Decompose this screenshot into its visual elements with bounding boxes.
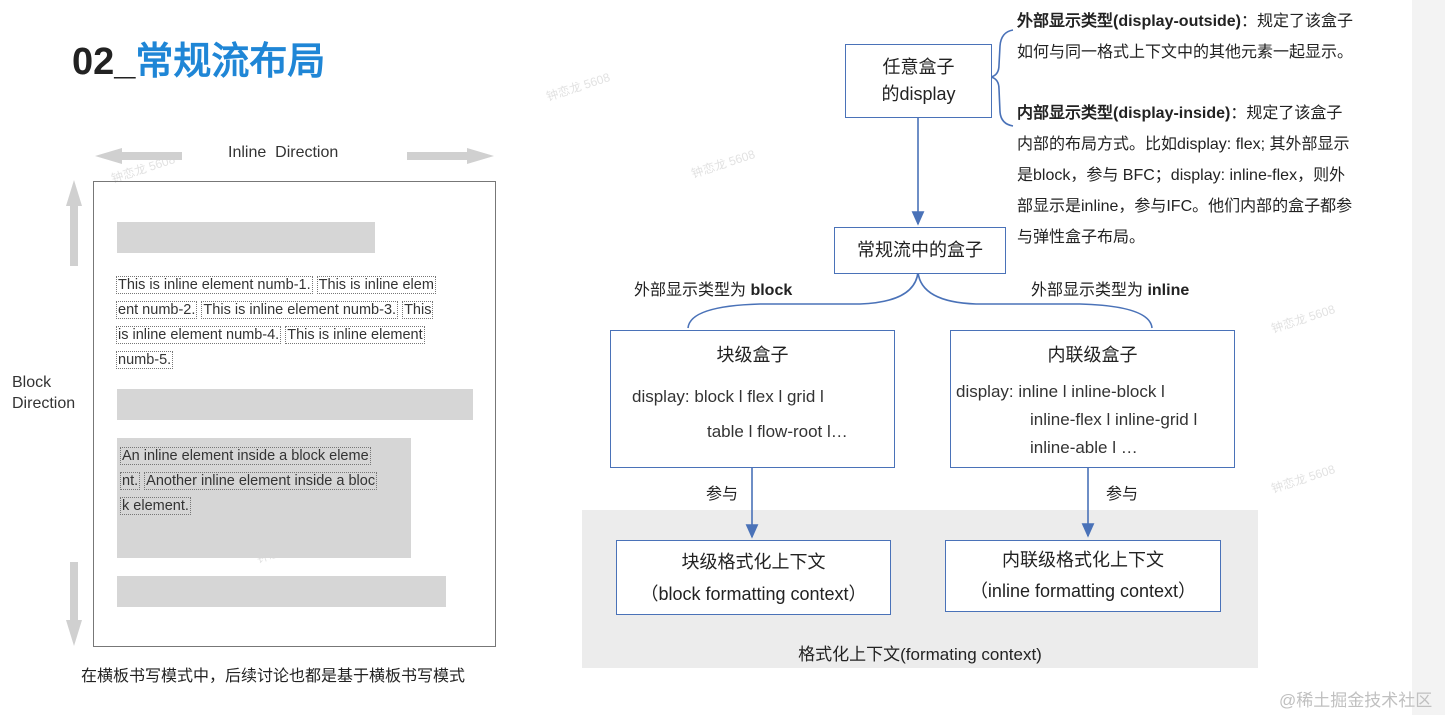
inside-note-text: ：规定了该盒子 (1230, 105, 1343, 122)
demo-frame (93, 181, 496, 647)
up-arrow-icon (66, 180, 82, 266)
left-arrow-icon (95, 148, 182, 164)
title-number: 02_ (72, 41, 136, 83)
normal-flow-box: 常规流中的盒子 (834, 227, 1006, 274)
block-box-line1: display: block l flex l grid l (632, 387, 824, 406)
left-branch-prefix: 外部显示类型为 (634, 282, 751, 299)
inside-note-term: 内部显示类型(display-inside) (1017, 105, 1231, 122)
direction-arrows (66, 148, 494, 646)
left-branch-label: 外部显示类型为 block (634, 276, 792, 300)
inline-element: This (402, 301, 434, 319)
block-box-line2: table l flow-root l… (707, 422, 848, 441)
block-level-box: 块级盒子 display: block l flex l grid l tabl… (610, 330, 895, 468)
participate-right: 参与 (1106, 486, 1139, 503)
block-bar-1 (117, 222, 375, 253)
display-outside-note: 外部显示类型(display-outside)：规定了该盒子 如何与同一格式上下… (1017, 6, 1353, 68)
inline-level-box: 内联级盒子 display: inline l inline-block l i… (950, 330, 1235, 468)
any-box-line2: 的display (881, 84, 956, 104)
inline-box-line1: display: inline l inline-block l (956, 382, 1165, 401)
outside-note-line2: 如何与同一格式上下文中的其他元素一起显示。 (1017, 44, 1354, 61)
notes-brace (990, 29, 1014, 127)
inline-direction-label: Inline Direction (228, 144, 339, 161)
any-box-line1: 任意盒子 (882, 57, 955, 77)
bfc-box: 块级格式化上下文 （block formatting context） (616, 540, 891, 615)
right-edge-strip (1412, 0, 1445, 715)
footer-watermark: @稀土掘金技术社区 (1279, 691, 1433, 710)
block-with-inline (117, 438, 411, 558)
inline-box-title: 内联级盒子 (1047, 345, 1138, 365)
bfc-line1: 块级格式化上下文 (681, 552, 826, 572)
block-paragraph: An inline element inside a block eleme n… (120, 444, 410, 519)
ifc-box: 内联级格式化上下文 （inline formatting context） (945, 540, 1221, 612)
right-branch-label: 外部显示类型为 inline (1031, 276, 1189, 300)
block-box-title: 块级盒子 (716, 345, 789, 365)
down-arrow-icon (66, 562, 82, 646)
inline-element: k element. (120, 497, 191, 515)
page-title: 02_常规流布局 (72, 30, 325, 85)
inline-element: numb-5. (116, 351, 174, 369)
inline-element: ent numb-2. (116, 301, 198, 319)
inline-paragraph: This is inline element numb-1. This is i… (116, 273, 476, 373)
formatting-context-label: 格式化上下文(formating context) (798, 645, 1042, 664)
block-direction-line1: Block (12, 374, 52, 391)
outside-note-text: ：规定了该盒子 (1241, 13, 1354, 30)
right-branch-bold: inline (1147, 282, 1190, 299)
inline-element: This is inline element (285, 326, 425, 344)
inline-element: This is inline element numb-1. (116, 276, 313, 294)
ifc-line2: （inline formatting context） (969, 581, 1197, 601)
inline-element: An inline element inside a block eleme (120, 447, 371, 465)
right-branch-prefix: 外部显示类型为 (1031, 282, 1148, 299)
block-bar-3 (117, 576, 446, 607)
block-direction-label: Block Direction (12, 372, 75, 414)
caption: 在横板书写模式中，后续讨论也都是基于横板书写模式 (81, 668, 466, 685)
inline-box-line3: inline-able l … (1030, 438, 1138, 457)
inline-element: Another inline element inside a bloc (144, 472, 378, 490)
right-arrow-icon (407, 148, 494, 164)
title-text: 常规流布局 (135, 41, 326, 83)
inside-note-line5: 与弹性盒子布局。 (1017, 229, 1146, 246)
inline-box-line2: inline-flex l inline-grid l (1030, 410, 1198, 429)
bfc-line2: （block formatting context） (640, 584, 867, 604)
inside-note-line3: 是block，参与 BFC；display: inline-flex，则外 (1017, 167, 1346, 184)
display-inside-note: 内部显示类型(display-inside)：规定了该盒子 内部的布局方式。比如… (1017, 98, 1352, 253)
inside-note-line4: 部显示是inline，参与IFC。他们内部的盒子都参 (1017, 198, 1353, 215)
inline-element: is inline element numb-4. (116, 326, 282, 344)
participate-left: 参与 (706, 486, 739, 503)
block-bar-2 (117, 389, 473, 420)
block-direction-line2: Direction (12, 395, 76, 412)
inside-note-line2: 内部的布局方式。比如display: flex; 其外部显示 (1017, 136, 1350, 153)
ifc-line1: 内联级格式化上下文 (1002, 550, 1164, 570)
any-box-display: 任意盒子 的display (845, 44, 992, 118)
left-branch-bold: block (750, 282, 793, 299)
inline-element: nt. (120, 472, 141, 490)
outside-note-term: 外部显示类型(display-outside) (1017, 13, 1242, 30)
inline-element: This is inline elem (316, 276, 436, 294)
inline-element: This is inline element numb-3. (201, 301, 399, 319)
